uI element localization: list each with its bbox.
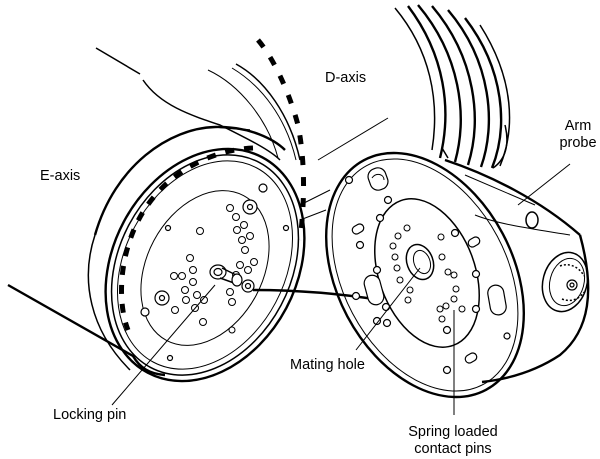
mating-hole-label: Mating hole	[290, 357, 365, 373]
probe-end-connector	[541, 251, 589, 313]
spring-pins-label: Spring loaded contact pins	[393, 424, 513, 458]
arm-probe-label: Arm probe	[558, 118, 598, 152]
mating-hole-leader	[355, 267, 421, 351]
arm-probe-body	[324, 147, 590, 399]
d-axis-arm-lines	[394, 4, 511, 169]
locking-pin-label: Locking pin	[53, 407, 127, 423]
spring-pins-label-line1: Spring loaded	[408, 424, 498, 440]
d-axis-label: D-axis	[325, 70, 367, 86]
spring-contact-pins	[389, 224, 466, 323]
spring-pins-label-line2: contact pins	[414, 441, 492, 457]
leader-lines	[111, 163, 571, 415]
locking-pin-graphic	[209, 264, 381, 302]
upper-arm-outline	[95, 47, 389, 221]
e-axis-screws	[140, 183, 290, 362]
locking-pin-leader	[111, 284, 216, 406]
arm-probe-label-line1: Arm	[564, 118, 592, 134]
arm-probe-label-line2: probe	[559, 135, 597, 151]
arm-probe-slots	[351, 167, 507, 364]
e-axis-faceplate	[104, 147, 306, 383]
e-axis-label: E-axis	[40, 168, 81, 184]
arm-probe-leader	[517, 163, 571, 206]
